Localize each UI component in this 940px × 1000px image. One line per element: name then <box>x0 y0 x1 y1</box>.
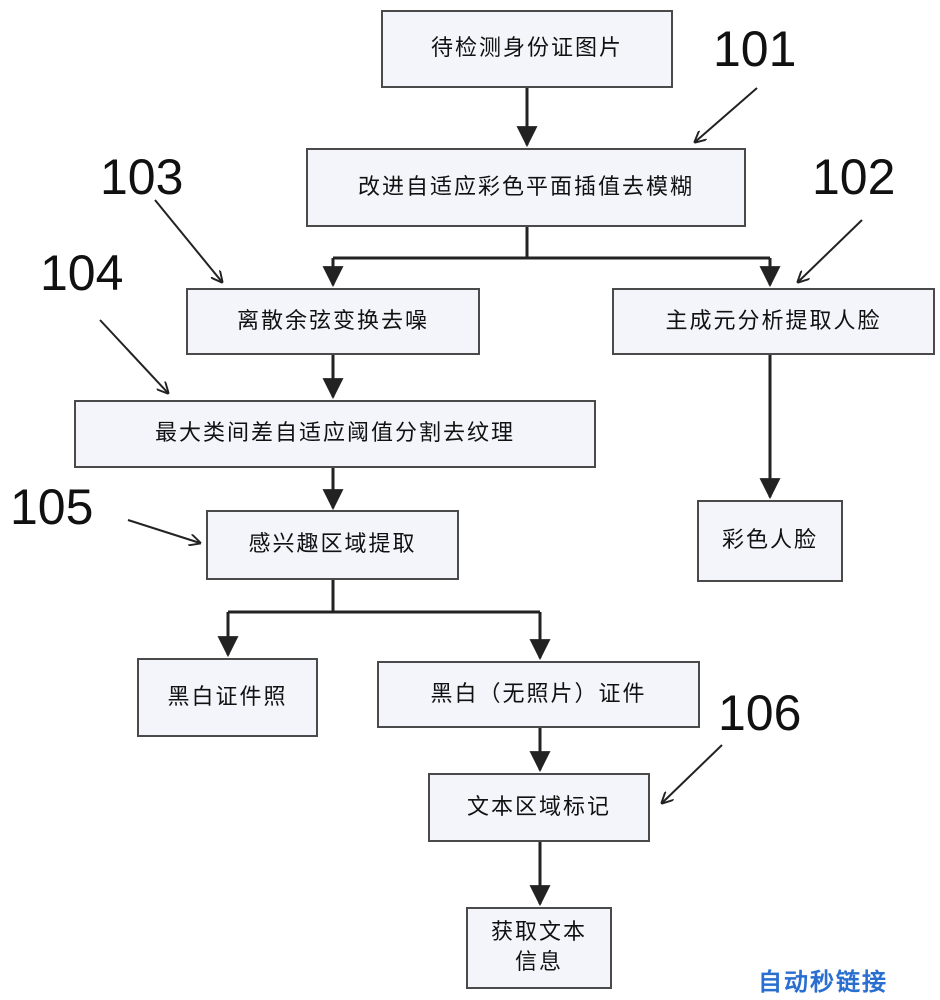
step-label-3: 离散余弦变换去噪 <box>236 308 429 334</box>
step-label-11-line2: 信息 <box>514 950 563 975</box>
ref-106: 106 <box>718 685 802 741</box>
ref-105: 105 <box>10 479 94 535</box>
step-box-11: 获取文本 信息 <box>466 907 612 989</box>
step-label-2: 改进自适应彩色平面插值去模糊 <box>357 174 694 200</box>
step-box-4: 主成元分析提取人脸 <box>612 288 935 355</box>
step-box-5: 最大类间差自适应阈值分割去纹理 <box>74 400 596 468</box>
ref-103: 103 <box>100 149 184 205</box>
step-label-11-line1: 获取文本 <box>490 920 587 946</box>
step-label-10: 文本区域标记 <box>466 794 611 820</box>
step-label-6: 彩色人脸 <box>721 528 818 554</box>
pointer-103 <box>154 199 222 282</box>
step-box-6: 彩色人脸 <box>697 500 843 582</box>
ref-102: 102 <box>812 149 896 205</box>
step-box-2: 改进自适应彩色平面插值去模糊 <box>306 148 746 227</box>
pointer-101 <box>695 87 758 142</box>
ref-104: 104 <box>40 245 124 301</box>
step-label-4: 主成元分析提取人脸 <box>665 308 882 334</box>
step-label-9: 黑白（无照片）证件 <box>430 681 647 707</box>
ref-101: 101 <box>713 21 797 77</box>
step-box-8: 黑白证件照 <box>137 658 318 737</box>
pointer-105 <box>127 519 200 543</box>
step-box-9: 黑白（无照片）证件 <box>377 661 700 728</box>
step-box-7: 感兴趣区域提取 <box>206 510 459 580</box>
pointer-104 <box>99 319 168 393</box>
step-box-10: 文本区域标记 <box>428 773 650 842</box>
pointer-106 <box>662 744 723 803</box>
step-box-3: 离散余弦变换去噪 <box>186 288 480 355</box>
pointer-102 <box>798 219 863 282</box>
step-box-1: 待检测身份证图片 <box>381 10 673 88</box>
step-label-8: 黑白证件照 <box>167 684 288 710</box>
watermark-logo: 自动秒链接 <box>758 968 888 996</box>
step-label-1: 待检测身份证图片 <box>430 36 623 62</box>
step-label-7: 感兴趣区域提取 <box>248 532 417 558</box>
step-label-5: 最大类间差自适应阈值分割去纹理 <box>154 421 515 447</box>
